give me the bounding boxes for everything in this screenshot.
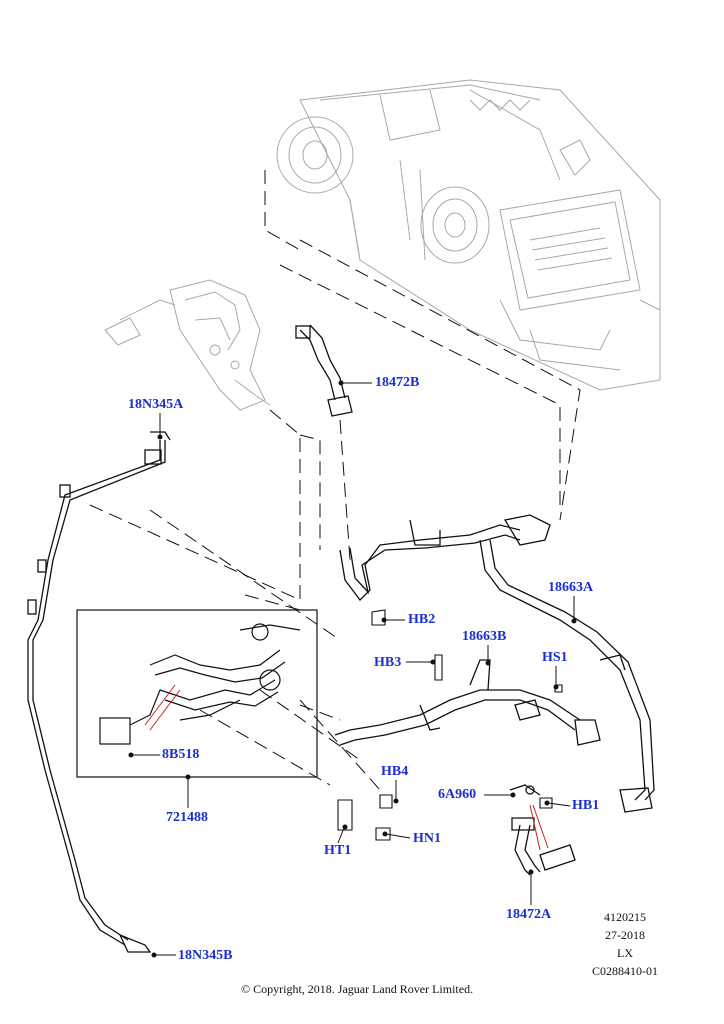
hose-18472A: [509, 784, 576, 876]
valve-bracket: [104, 279, 271, 411]
callout-6A960: 6A960: [438, 787, 477, 802]
callout-HB4: HB4: [381, 764, 409, 779]
fasteners: [337, 609, 563, 841]
hose-18472B: [295, 324, 353, 417]
callout-HB2: HB2: [408, 612, 436, 627]
callout-HS1: HS1: [542, 650, 568, 665]
callout-18663A: 18663A: [548, 580, 594, 595]
callout-721488: 721488: [166, 810, 208, 825]
callout-8B518: 8B518: [162, 747, 200, 762]
copyright-notice: © Copyright, 2018. Jaguar Land Rover Lim…: [241, 982, 474, 996]
callout-18N345A: 18N345A: [128, 397, 184, 412]
hose-18663B: [334, 659, 601, 746]
red-leaders-18472A: [529, 804, 549, 851]
ref-number: 4120215: [604, 910, 646, 924]
hvac-unit: [276, 79, 661, 391]
callout-18472A: 18472A: [506, 907, 552, 922]
callout-HB3: HB3: [374, 655, 402, 670]
ref-model: LX: [617, 946, 633, 960]
ref-illustration-id: C0288410-01: [592, 964, 658, 978]
callout-HT1: HT1: [324, 843, 352, 858]
pipe-18N345: [27, 431, 171, 953]
hose-18663A: [339, 514, 655, 813]
callout-18N345B: 18N345B: [178, 948, 233, 963]
alignment-lines: [89, 170, 581, 791]
callout-HB1: HB1: [572, 798, 600, 813]
subassembly-721488: [76, 609, 318, 778]
callout-leaders: [128, 380, 577, 958]
ref-date: 27-2018: [605, 928, 645, 942]
callout-HN1: HN1: [413, 831, 441, 846]
callout-18472B: 18472B: [375, 375, 420, 390]
callout-18663B: 18663B: [462, 629, 507, 644]
